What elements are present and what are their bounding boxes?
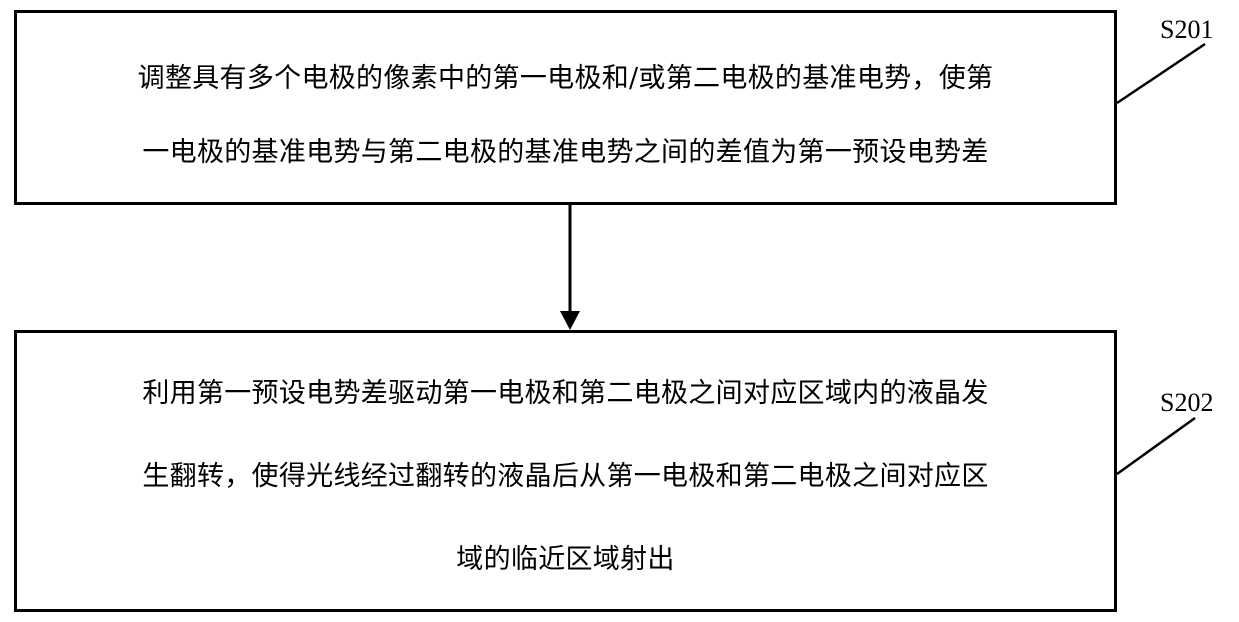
leader-line-s201 (1117, 44, 1205, 103)
leader-line-s202 (1117, 418, 1195, 474)
step-label-s202: S202 (1160, 390, 1213, 416)
flow-arrow-head (560, 311, 580, 330)
step-label-s201: S201 (1160, 17, 1213, 43)
